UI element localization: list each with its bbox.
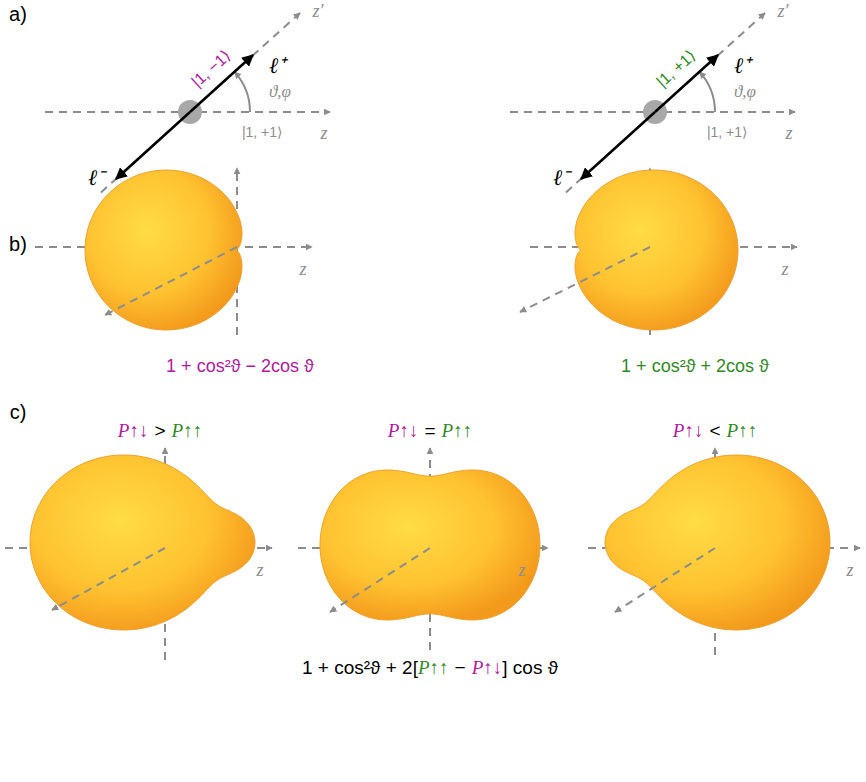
- label: b): [9, 233, 27, 255]
- label: |1, −1⟩: [188, 47, 234, 91]
- label: z: [846, 561, 853, 581]
- label: ℓ⁻: [88, 166, 104, 190]
- frame-a-right: [510, 13, 795, 196]
- label: z: [256, 561, 263, 581]
- lepton-arrows: [116, 55, 253, 179]
- label: z: [781, 260, 788, 280]
- label: >: [154, 421, 165, 442]
- label: ℓ⁺: [734, 54, 750, 78]
- label: ϑ,φ: [734, 83, 756, 102]
- label: P↑↑: [172, 421, 203, 442]
- label: a): [9, 3, 27, 25]
- label: P↑↑: [442, 421, 473, 442]
- label: <: [709, 421, 720, 442]
- frame-a-left: [45, 13, 330, 196]
- label: −: [455, 658, 466, 679]
- label: P↑↓: [673, 421, 704, 442]
- label: P↑↑: [727, 421, 758, 442]
- label: |1, +1⟩: [707, 125, 747, 140]
- label: ℓ⁻: [553, 166, 569, 190]
- distribution-surface: [605, 455, 830, 630]
- distribution-surface: [85, 170, 242, 330]
- label: ℓ⁺: [269, 54, 285, 78]
- label: z: [785, 124, 792, 144]
- lepton-arrows: [581, 55, 718, 179]
- label: P↑↑: [418, 658, 449, 679]
- formula: P↑↓> P↑↑: [118, 421, 202, 442]
- label: =: [424, 421, 435, 442]
- label: P↑↓: [388, 421, 419, 442]
- label: ϑ,φ: [269, 83, 291, 102]
- label: z: [299, 260, 306, 280]
- distribution-surface: [30, 455, 255, 630]
- label: 1 + cos²ϑ + 2[: [302, 658, 418, 679]
- label: P↑↓: [118, 421, 149, 442]
- formula: P↑↓< P↑↑: [673, 421, 757, 442]
- label: P↑↓: [472, 658, 503, 679]
- formula: P↑↓= P↑↑: [388, 421, 472, 442]
- label: z: [518, 561, 525, 581]
- label: z′: [778, 2, 789, 22]
- label: 1 + cos²ϑ − 2cos ϑ: [166, 357, 314, 377]
- angular-distributions: [30, 170, 830, 630]
- distribution-surface: [575, 170, 738, 330]
- axes: [5, 168, 860, 660]
- label: 1 + cos²ϑ + 2cos ϑ: [621, 357, 769, 377]
- label: |1, +1⟩: [653, 47, 699, 91]
- label: ] cos ϑ: [502, 658, 558, 679]
- label: |1, +1⟩: [242, 125, 282, 140]
- label: c): [10, 401, 27, 423]
- axes-front: [52, 247, 715, 612]
- formula: 1 + cos²ϑ + 2[P↑↑−P↑↓] cos ϑ: [302, 658, 558, 679]
- label: z′: [313, 2, 324, 22]
- label: z: [320, 124, 327, 144]
- distribution-surface: [320, 470, 540, 620]
